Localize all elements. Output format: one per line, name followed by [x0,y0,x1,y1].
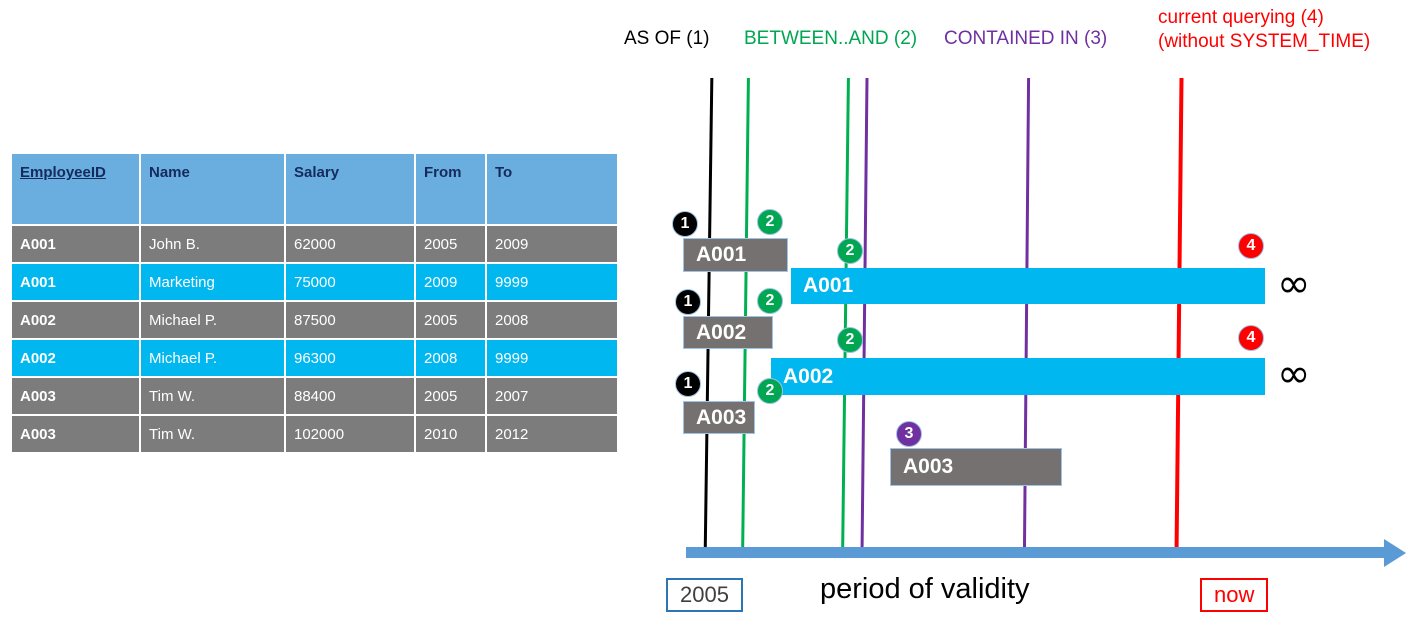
badge-as-of-1[interactable]: 1 [672,211,698,237]
cell-name: John B. [141,226,284,262]
cell-name: Michael P. [141,302,284,338]
bar-a001-historical[interactable]: A001 [683,238,788,272]
cell-salary: 75000 [286,264,414,300]
vline-now [1174,78,1184,555]
cell-employeeid: A002 [12,340,139,376]
cell-salary: 87500 [286,302,414,338]
badge-current-1[interactable]: 4 [1238,233,1264,259]
cell-employeeid: A001 [12,264,139,300]
badge-between-5[interactable]: 2 [757,378,783,404]
badge-contained-in[interactable]: 3 [896,421,922,447]
bar-a003-second[interactable]: A003 [890,448,1062,486]
cell-salary: 96300 [286,340,414,376]
table-row: A002 Michael P. 96300 2008 9999 [12,340,617,376]
employee-table: EmployeeID Name Salary From To A001 John… [10,152,619,454]
bar-label: A002 [696,320,747,344]
badge-between-1[interactable]: 2 [757,209,783,235]
cell-employeeid: A003 [12,416,139,452]
badge-as-of-3[interactable]: 1 [675,371,701,397]
cell-employeeid: A003 [12,378,139,414]
cell-employeeid: A002 [12,302,139,338]
legend-contained-in: CONTAINED IN (3) [944,28,1108,49]
axis-start-label: 2005 [666,578,743,612]
legend-current-line1: current querying (4) [1158,7,1324,28]
legend-current-querying: current querying (4) (without SYSTEM_TIM… [1158,6,1370,54]
column-header-salary[interactable]: Salary [286,154,414,224]
timeline-axis [686,547,1386,558]
bar-label: A002 [783,364,834,388]
vline-between-end [841,78,850,555]
cell-to: 9999 [487,264,617,300]
bar-a002-historical[interactable]: A002 [683,316,773,349]
infinity-symbol-a002: ∞ [1277,351,1311,397]
legend-as-of: AS OF (1) [624,28,710,49]
badge-between-2[interactable]: 2 [837,238,863,264]
cell-from: 2005 [416,378,485,414]
table-row: A001 John B. 62000 2005 2009 [12,226,617,262]
cell-from: 2010 [416,416,485,452]
table-row: A001 Marketing 75000 2009 9999 [12,264,617,300]
cell-name: Tim W. [141,416,284,452]
timeline-axis-arrowhead [1384,539,1406,567]
axis-end-label: now [1200,578,1269,612]
legend-between-and: BETWEEN..AND (2) [744,28,918,49]
badge-between-3[interactable]: 2 [757,288,783,314]
cell-name: Michael P. [141,340,284,376]
cell-to: 2007 [487,378,617,414]
cell-to: 9999 [487,340,617,376]
cell-name: Tim W. [141,378,284,414]
table-row: A003 Tim W. 102000 2010 2012 [12,416,617,452]
table-header-row: EmployeeID Name Salary From To [12,154,617,224]
bar-a001-current[interactable]: A001 [791,268,1265,304]
cell-salary: 62000 [286,226,414,262]
cell-to: 2008 [487,302,617,338]
bar-label: A003 [903,455,954,478]
column-header-to[interactable]: To [487,154,617,224]
badge-current-2[interactable]: 4 [1238,325,1264,351]
bar-label: A001 [696,243,747,266]
cell-to: 2009 [487,226,617,262]
bar-a002-current[interactable]: A002 [771,358,1265,395]
cell-salary: 88400 [286,378,414,414]
column-header-employeeid[interactable]: EmployeeID [12,154,139,224]
infinity-symbol-a001: ∞ [1277,261,1311,307]
cell-to: 2012 [487,416,617,452]
cell-from: 2009 [416,264,485,300]
bar-a003-first[interactable]: A003 [683,401,755,434]
vline-contained-start [860,78,869,555]
cell-name: Marketing [141,264,284,300]
cell-salary: 102000 [286,416,414,452]
legend-current-line2: (without SYSTEM_TIME) [1158,31,1371,52]
badge-as-of-2[interactable]: 1 [675,289,701,315]
bar-label: A001 [803,274,854,297]
cell-from: 2005 [416,226,485,262]
bar-label: A003 [696,405,747,429]
table-row: A003 Tim W. 88400 2005 2007 [12,378,617,414]
cell-from: 2008 [416,340,485,376]
column-header-from[interactable]: From [416,154,485,224]
badge-between-4[interactable]: 2 [837,327,863,353]
column-header-name[interactable]: Name [141,154,284,224]
axis-caption: period of validity [820,573,1030,605]
cell-employeeid: A001 [12,226,139,262]
cell-from: 2005 [416,302,485,338]
table-row: A002 Michael P. 87500 2005 2008 [12,302,617,338]
